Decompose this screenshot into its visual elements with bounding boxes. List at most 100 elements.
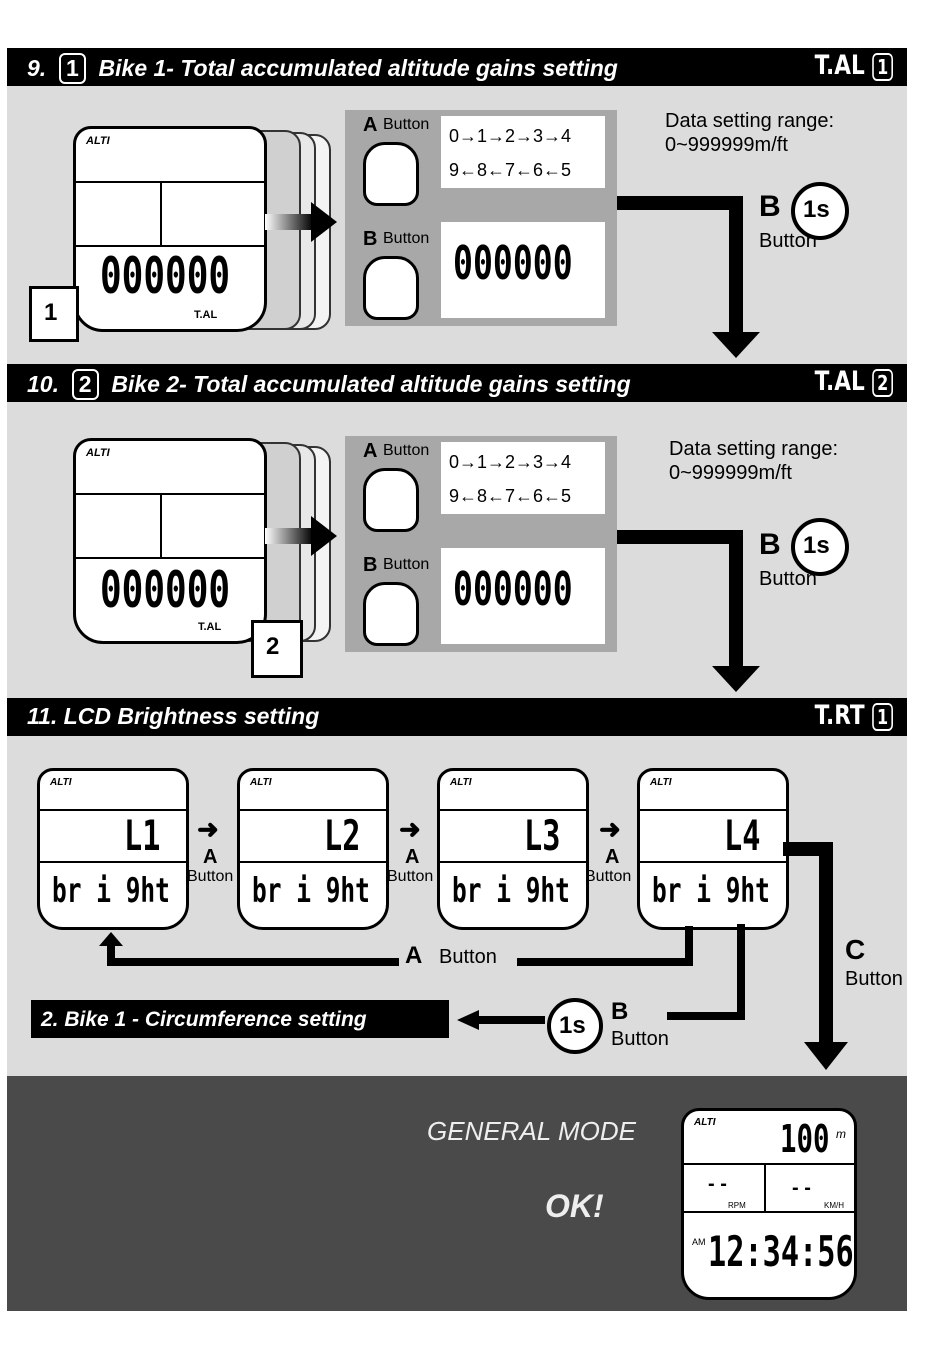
arrow-left-icon <box>457 1010 479 1030</box>
a-button-text: Button <box>387 868 434 885</box>
brightness-word: br i 9ht <box>52 871 170 911</box>
b-button-label: B <box>363 228 378 250</box>
brightness-lcd-4: ALTI L4 br i 9ht <box>637 768 789 930</box>
b-button-letter: B <box>759 190 781 223</box>
button-label: Button <box>383 442 430 459</box>
bike-2-icon: 2 <box>71 369 99 400</box>
ok-label: OK! <box>545 1188 604 1224</box>
a-button-label: A <box>363 440 378 462</box>
section-10-panel: ALTI 000000 T.AL 2 A Button 0→1→2→3→4 9←… <box>7 402 907 698</box>
b-button-letter: B <box>611 998 629 1025</box>
section-title: 11. LCD Brightness setting <box>27 703 320 729</box>
device-lcd: ALTI 000000 T.AL <box>73 126 267 332</box>
range-value: 0~999999m/ft <box>665 134 788 156</box>
range-title: Data setting range: <box>665 110 834 132</box>
counter-display: 000000 <box>100 247 231 305</box>
general-mode-lcd: ALTI 100 m - - - - RPM KM/H AM 12:34:56 <box>681 1108 857 1300</box>
brand-logo: ALTI <box>86 447 110 459</box>
arrow-right-icon: ➜ <box>599 814 621 844</box>
bike-1-icon: 1 <box>872 703 893 731</box>
sequence-bottom: 9←8←7←6←5 <box>449 486 572 506</box>
brightness-level: L4 <box>724 811 761 860</box>
counter-display: 000000 <box>100 561 231 619</box>
a-button-text: Button <box>439 946 497 968</box>
section-9-header: 9. 1 Bike 1- Total accumulated altitude … <box>7 48 907 86</box>
arrow-right-icon: ➜ <box>197 814 219 844</box>
b-button-label: B <box>363 554 378 576</box>
arrow-right-icon <box>265 528 313 544</box>
circumference-setting-box: 2. Bike 1 - Circumference setting <box>31 1000 449 1038</box>
brand-logo: ALTI <box>450 777 472 788</box>
arrow-down-icon <box>712 666 760 692</box>
mode-code: T.AL 1 <box>815 50 893 81</box>
section-9-panel: ALTI 000000 T.AL 1 A Button 0→1→2→3→4 9←… <box>7 86 907 364</box>
section-10-header: 10. 2 Bike 2- Total accumulated altitude… <box>7 364 907 402</box>
sequence-top: 0→1→2→3→4 <box>449 452 572 472</box>
hold-1s-icon: 1s <box>791 182 849 240</box>
section-title: 10. 2 Bike 2- Total accumulated altitude… <box>27 369 631 400</box>
code-label: T.AL <box>198 621 222 633</box>
button-label: Button <box>383 230 430 247</box>
device-lcd: ALTI 000000 T.AL <box>73 438 267 644</box>
arrow-right-icon: ➜ <box>399 814 421 844</box>
arrow-down-icon <box>804 1042 848 1070</box>
arrow-right-icon <box>265 214 313 230</box>
section-title: 9. 1 Bike 1- Total accumulated altitude … <box>27 53 618 84</box>
finger-press-icon <box>363 468 419 532</box>
brightness-word: br i 9ht <box>652 871 770 911</box>
altitude-unit: m <box>836 1127 846 1141</box>
b-button-text: Button <box>611 1028 669 1050</box>
section-11-panel: ALTI L1 br i 9ht ➜ A Button ALTI L2 br i… <box>7 736 907 1076</box>
speed-dashes: - - <box>792 1177 811 1199</box>
brightness-level: L2 <box>324 811 361 860</box>
mode-code: T.AL 2 <box>815 366 893 397</box>
sequence-bottom: 9←8←7←6←5 <box>449 160 572 180</box>
a-button-label: A <box>363 114 378 136</box>
brightness-level: L1 <box>124 811 161 860</box>
bike-2-icon: 2 <box>251 620 303 678</box>
hold-1s-icon: 1s <box>547 998 603 1054</box>
finger-press-icon <box>363 256 419 320</box>
c-button-letter: C <box>845 934 866 965</box>
a-button-letter: A <box>405 942 423 969</box>
brightness-lcd-3: ALTI L3 br i 9ht <box>437 768 589 930</box>
button-label: Button <box>383 116 430 133</box>
brand-logo: ALTI <box>86 135 110 147</box>
digit-sequence-box: 0→1→2→3→4 9←8←7←6←5 <box>441 442 605 514</box>
altitude-value: 100 <box>780 1117 830 1161</box>
code-label: T.AL <box>194 309 218 321</box>
finger-press-icon <box>363 582 419 646</box>
bike-1-icon: 1 <box>29 286 79 342</box>
c-button-text: Button <box>845 968 903 990</box>
b-button-text: Button <box>759 230 817 252</box>
bike-1-icon: 1 <box>872 53 893 81</box>
brand-logo: ALTI <box>694 1117 716 1128</box>
counter-box: 000000 <box>441 548 605 644</box>
hold-1s-icon: 1s <box>791 518 849 576</box>
am-label: AM <box>692 1237 706 1247</box>
section-11-header: 11. LCD Brightness setting T.RT 1 <box>7 698 907 736</box>
a-button-text: Button <box>585 868 632 885</box>
b-button-text: Button <box>759 568 817 590</box>
brand-logo: ALTI <box>250 777 272 788</box>
brightness-word: br i 9ht <box>452 871 570 911</box>
counter-display: 000000 <box>453 562 573 616</box>
brightness-level: L3 <box>524 811 561 860</box>
brand-logo: ALTI <box>650 777 672 788</box>
rpm-dashes: - - <box>708 1173 727 1195</box>
general-mode-panel: GENERAL MODE OK! ALTI 100 m - - - - RPM … <box>7 1076 907 1311</box>
clock-display: 12:34:56 <box>708 1227 854 1276</box>
kmh-label: KM/H <box>824 1201 844 1210</box>
rpm-label: RPM <box>728 1201 746 1210</box>
button-label: Button <box>383 556 430 573</box>
finger-press-icon <box>363 142 419 206</box>
a-button-letter: A <box>405 846 420 868</box>
counter-display: 000000 <box>453 236 573 290</box>
counter-box: 000000 <box>441 222 605 318</box>
bike-1-icon: 1 <box>58 53 86 84</box>
arrow-down-icon <box>712 332 760 358</box>
arrow-up-icon <box>99 932 123 946</box>
sequence-top: 0→1→2→3→4 <box>449 126 572 146</box>
b-button-letter: B <box>759 528 781 561</box>
button-instructions: A Button 0→1→2→3→4 9←8←7←6←5 B Button 00… <box>345 110 617 326</box>
